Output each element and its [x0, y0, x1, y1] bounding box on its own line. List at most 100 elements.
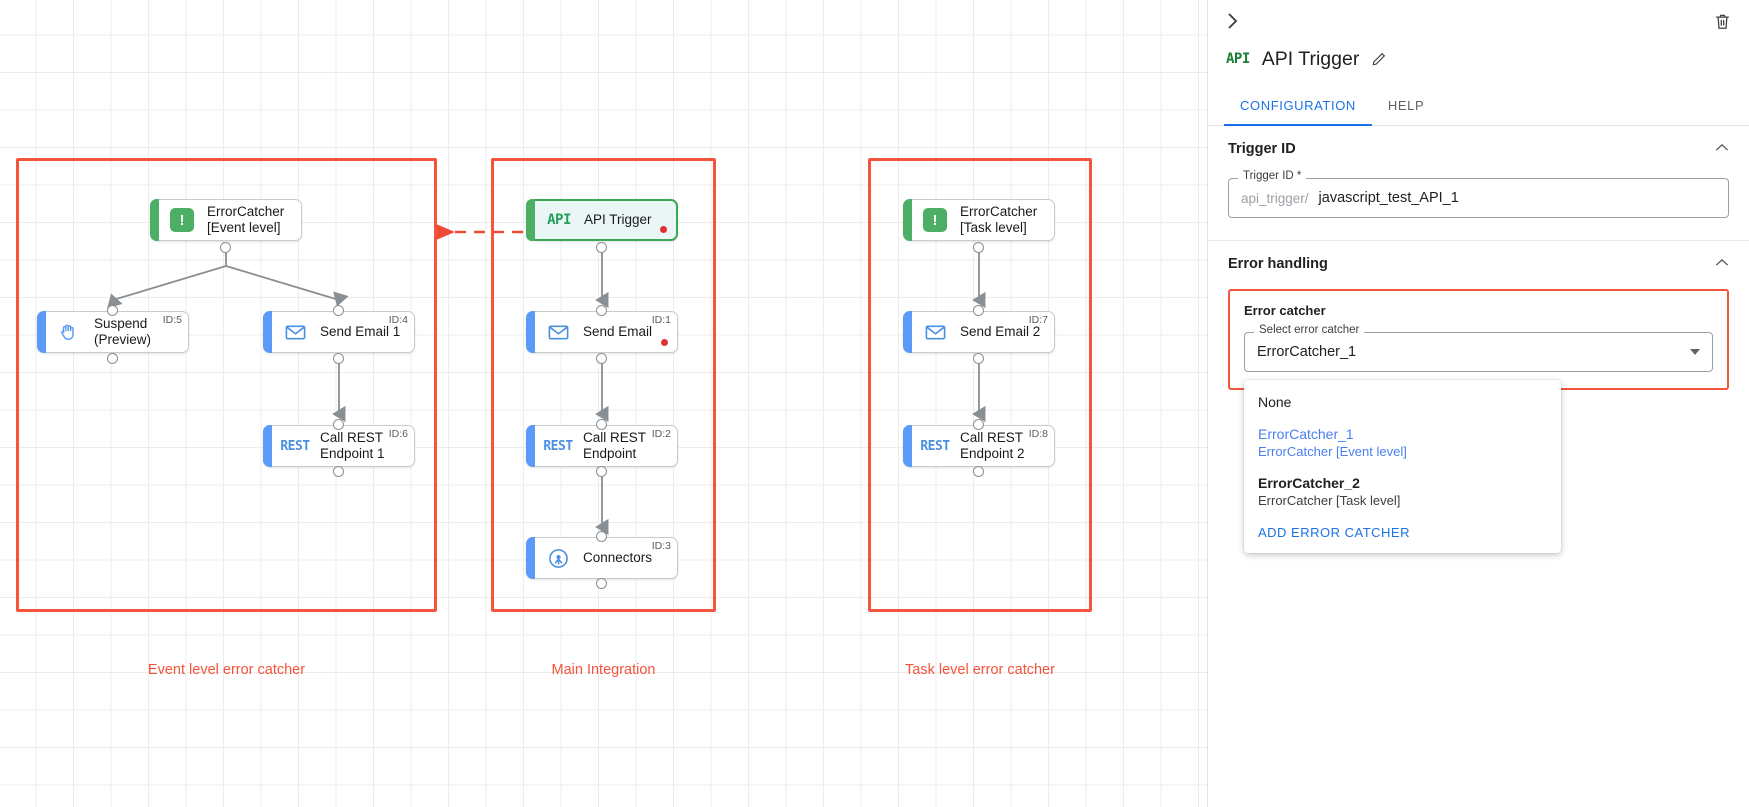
- error-catcher-label: Error catcher: [1244, 303, 1326, 318]
- dropdown-option-sublabel: ErrorCatcher [Task level]: [1258, 493, 1401, 508]
- node-send-email[interactable]: Send Email ID:1: [526, 311, 678, 353]
- error-catcher-block: Error catcher ErrorCatcher_1 Select erro…: [1228, 289, 1729, 553]
- api-icon: API: [1226, 51, 1250, 67]
- group-frame-task-level[interactable]: [868, 158, 1092, 612]
- node-input-port[interactable]: [333, 419, 344, 430]
- node-errorcatcher-task-level[interactable]: ! ErrorCatcher [Task level]: [903, 199, 1055, 241]
- node-label: Suspend (Preview): [94, 316, 152, 347]
- error-catcher-icon: !: [922, 207, 948, 233]
- properties-panel: API API Trigger CONFIGURATION HELP Trigg…: [1207, 0, 1749, 807]
- node-label: Connectors: [583, 550, 653, 566]
- node-id-label: ID:4: [388, 314, 408, 326]
- panel-topbar: [1208, 0, 1749, 42]
- dropdown-option-errorcatcher-2[interactable]: ErrorCatcher_2 ErrorCatcher [Task level]: [1244, 470, 1561, 513]
- tab-help[interactable]: HELP: [1387, 98, 1425, 113]
- section-trigger-id-header[interactable]: Trigger ID: [1228, 126, 1729, 172]
- node-suspend-preview[interactable]: Suspend (Preview) ID:5: [37, 311, 189, 353]
- node-connectors[interactable]: Connectors ID:3: [526, 537, 678, 579]
- panel-tabs: CONFIGURATION HELP: [1208, 89, 1749, 126]
- node-accent-bar: [903, 425, 912, 467]
- node-errorcatcher-event-level[interactable]: ! ErrorCatcher [Event level]: [150, 199, 302, 241]
- node-send-email-1[interactable]: Send Email 1 ID:4: [263, 311, 415, 353]
- node-output-port[interactable]: [596, 578, 607, 589]
- node-input-port[interactable]: [333, 305, 344, 316]
- node-input-port[interactable]: [596, 531, 607, 542]
- node-send-email-2[interactable]: Send Email 2 ID:7: [903, 311, 1055, 353]
- envelope-icon: [545, 319, 571, 345]
- section-title: Trigger ID: [1228, 141, 1296, 157]
- hand-icon: [56, 319, 82, 345]
- node-label: Send Email 1: [320, 324, 401, 340]
- node-input-port[interactable]: [596, 419, 607, 430]
- trigger-id-field[interactable]: api_trigger/ javascript_test_API_1 Trigg…: [1228, 170, 1729, 218]
- trigger-id-value[interactable]: javascript_test_API_1: [1318, 190, 1459, 206]
- node-error-indicator: [660, 226, 667, 233]
- dropdown-option-label: ErrorCatcher_1: [1258, 426, 1354, 442]
- envelope-icon: [922, 319, 948, 345]
- node-input-port[interactable]: [107, 305, 118, 316]
- collapse-panel-icon[interactable]: [1219, 8, 1245, 34]
- node-output-port[interactable]: [973, 242, 984, 253]
- dropdown-option-label: None: [1258, 394, 1292, 410]
- envelope-icon: [282, 319, 308, 345]
- error-catcher-select-wrap: ErrorCatcher_1 Select error catcher None…: [1244, 324, 1713, 553]
- group-caption-event-level: Event level error catcher: [147, 662, 306, 678]
- chevron-down-icon[interactable]: [1690, 349, 1700, 355]
- node-call-rest-endpoint[interactable]: REST Call REST Endpoint ID:2: [526, 425, 678, 467]
- node-output-port[interactable]: [333, 466, 344, 477]
- api-icon: API: [547, 212, 571, 228]
- node-output-port[interactable]: [220, 242, 231, 253]
- node-output-port[interactable]: [107, 353, 118, 364]
- error-catcher-select[interactable]: ErrorCatcher_1: [1244, 332, 1713, 372]
- dropdown-option-label: ErrorCatcher_2: [1258, 475, 1360, 491]
- error-catcher-dropdown: None ErrorCatcher_1 ErrorCatcher [Event …: [1244, 380, 1561, 553]
- chevron-up-icon[interactable]: [1715, 258, 1729, 270]
- node-label: Send Email: [583, 324, 653, 340]
- error-catcher-selected-value: ErrorCatcher_1: [1257, 344, 1357, 360]
- node-accent-bar: [150, 199, 159, 241]
- node-id-label: ID:3: [651, 540, 671, 552]
- node-output-port[interactable]: [596, 466, 607, 477]
- node-label: Call REST Endpoint 2: [960, 430, 1025, 461]
- rest-icon: REST: [280, 438, 310, 454]
- chevron-up-icon[interactable]: [1715, 143, 1729, 155]
- node-input-port[interactable]: [973, 305, 984, 316]
- node-id-label: ID:6: [388, 428, 408, 440]
- node-output-port[interactable]: [596, 353, 607, 364]
- dropdown-option-none[interactable]: None: [1244, 389, 1561, 415]
- workflow-canvas[interactable]: Event level error catcher Main Integrati…: [0, 0, 1345, 807]
- node-accent-bar: [903, 311, 912, 353]
- node-label: ErrorCatcher [Event level]: [207, 204, 285, 235]
- node-output-port[interactable]: [973, 353, 984, 364]
- trash-icon[interactable]: [1711, 10, 1733, 32]
- node-accent-bar: [37, 311, 46, 353]
- rest-icon: REST: [543, 438, 573, 454]
- node-call-rest-endpoint-2[interactable]: REST Call REST Endpoint 2 ID:8: [903, 425, 1055, 467]
- trigger-id-legend: Trigger ID *: [1238, 170, 1307, 182]
- node-api-trigger[interactable]: API API Trigger: [526, 199, 678, 241]
- node-input-port[interactable]: [973, 419, 984, 430]
- node-error-indicator: [661, 339, 668, 346]
- node-label: Send Email 2: [960, 324, 1041, 340]
- group-caption-task-level: Task level error catcher: [905, 662, 1055, 678]
- node-input-port[interactable]: [596, 305, 607, 316]
- tab-configuration[interactable]: CONFIGURATION: [1224, 89, 1372, 126]
- add-error-catcher-button[interactable]: ADD ERROR CATCHER: [1258, 525, 1410, 540]
- pencil-icon[interactable]: [1371, 51, 1387, 67]
- rest-icon: REST: [920, 438, 950, 454]
- dropdown-option-errorcatcher-1[interactable]: ErrorCatcher_1 ErrorCatcher [Event level…: [1244, 421, 1561, 464]
- error-catcher-legend: Select error catcher: [1254, 324, 1365, 336]
- group-frame-event-level[interactable]: [16, 158, 437, 612]
- node-output-port[interactable]: [333, 353, 344, 364]
- connectors-icon: [545, 545, 571, 571]
- node-accent-bar: [526, 311, 535, 353]
- node-label: API Trigger: [584, 212, 652, 228]
- node-accent-bar: [526, 425, 535, 467]
- node-call-rest-endpoint-1[interactable]: REST Call REST Endpoint 1 ID:6: [263, 425, 415, 467]
- section-trigger-id: Trigger ID api_trigger/ javascript_test_…: [1208, 126, 1749, 241]
- group-frame-main-integration[interactable]: [491, 158, 716, 612]
- section-error-handling-header[interactable]: Error handling: [1228, 241, 1729, 287]
- node-output-port[interactable]: [973, 466, 984, 477]
- node-label: ErrorCatcher [Task level]: [960, 204, 1038, 235]
- node-output-port[interactable]: [596, 242, 607, 253]
